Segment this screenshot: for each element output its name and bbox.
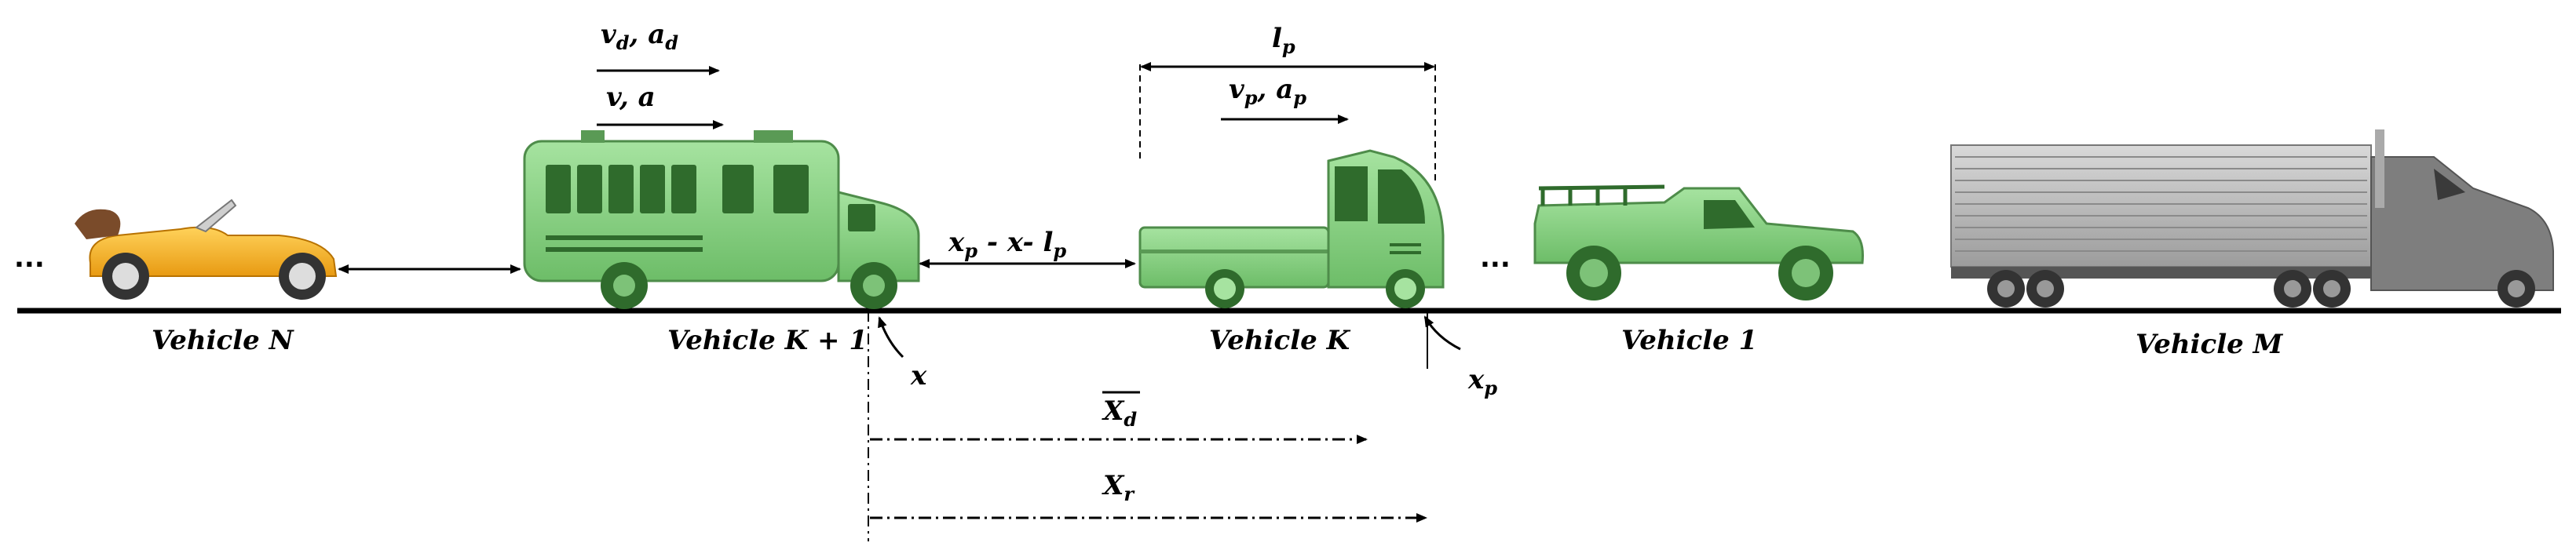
x-pointer [878,316,904,359]
label-lp: lp [1272,23,1295,58]
vehicle-k-label: Vehicle K [1209,325,1351,356]
label-x: x [910,360,927,392]
label-xd: Xd [1102,395,1137,431]
vehicle-m-semi [1950,129,2554,308]
vehicle-k1-label: Vehicle K + 1 [667,325,868,356]
xp-pointer [1423,315,1461,351]
vehicle-k-truck [1138,149,1445,308]
ellipsis-middle: ... [1480,242,1511,274]
vehicle-m-label: Vehicle M [2136,329,2284,360]
vehicle-n-label: Vehicle N [152,325,295,356]
label-v-a: v, a [606,82,656,113]
vehicle-1-label: Vehicle 1 [1621,325,1757,356]
vehicle-1-pickup [1533,184,1864,300]
label-vd-ad: vd, ad [601,19,678,54]
ellipsis-left: ... [14,242,45,274]
label-xr: Xr [1102,470,1135,505]
label-xp: xp [1467,364,1497,399]
vehicle-k1-bus [523,130,920,309]
label-gap: xp - x- lp [948,227,1066,262]
vehicle-n-car [75,199,338,300]
label-vp-ap: vp, ap [1229,74,1306,109]
